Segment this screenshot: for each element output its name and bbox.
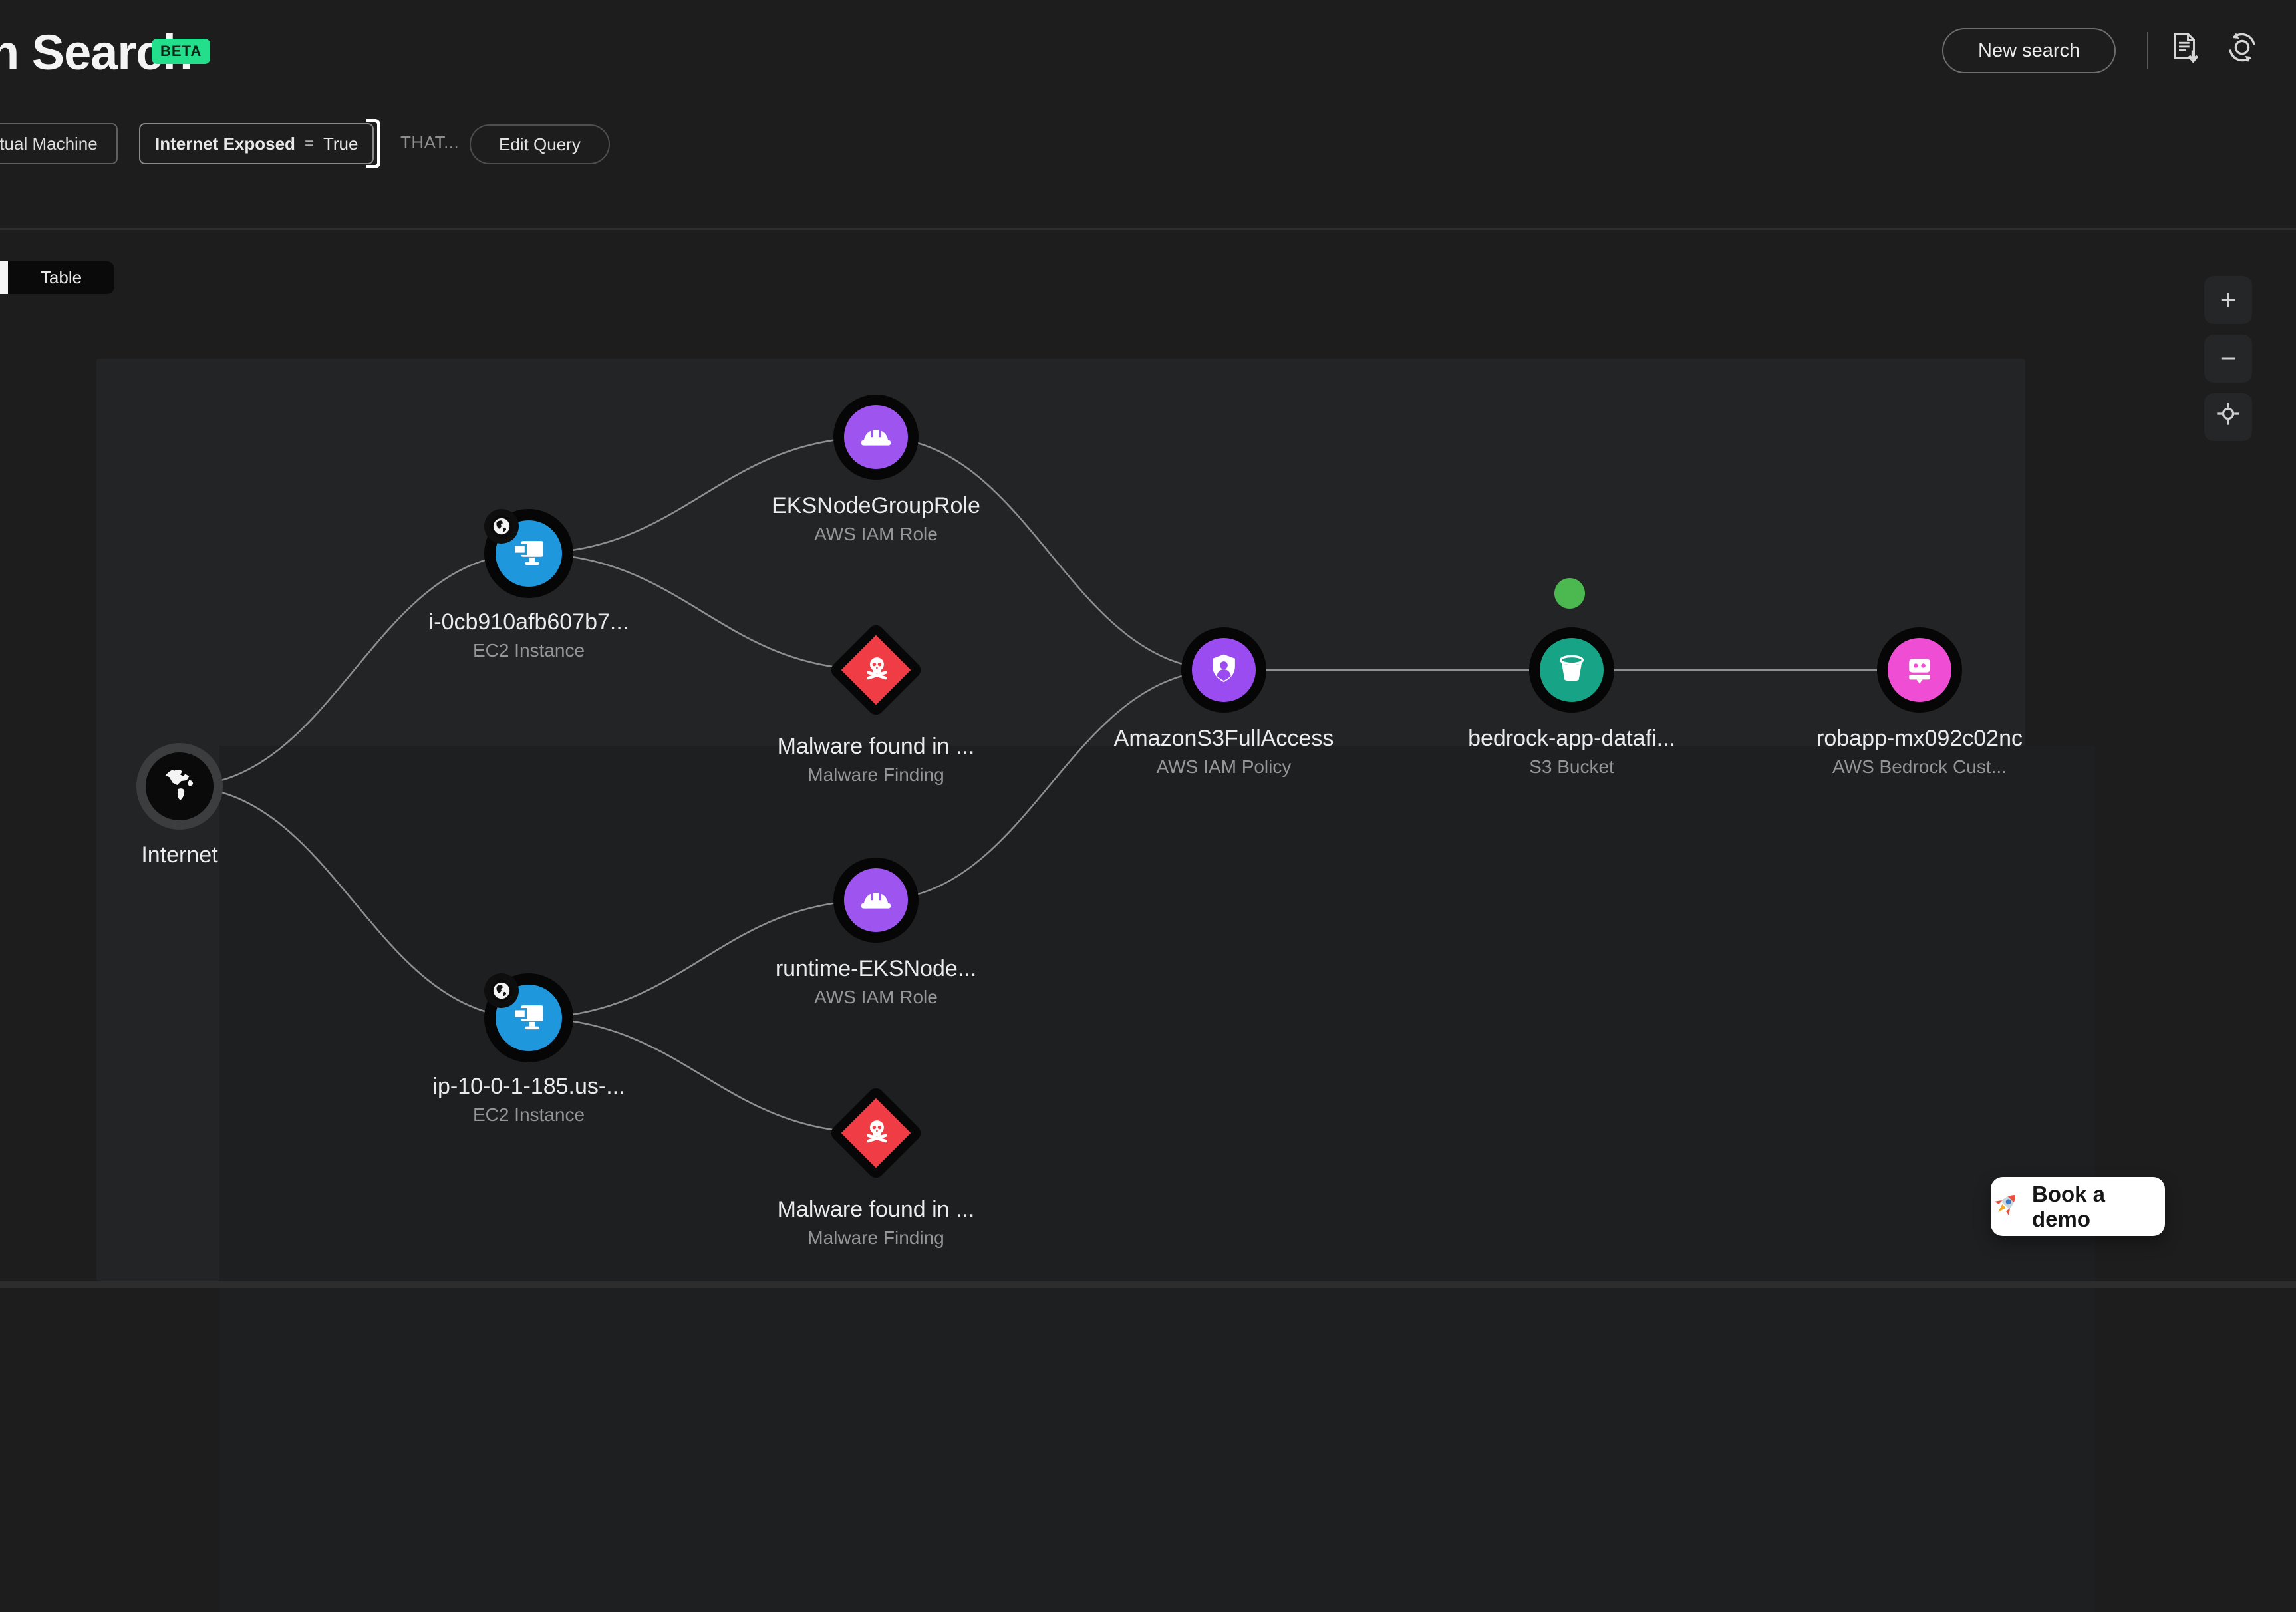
monitor-icon [511, 999, 547, 1038]
filter-field: Internet Exposed [155, 133, 295, 154]
globe-badge-icon [490, 515, 513, 538]
new-search-button[interactable]: New search [1942, 28, 2116, 73]
node-sublabel: Malware Finding [807, 764, 944, 785]
node-sublabel: AWS IAM Role [814, 524, 938, 544]
view-toggle-table[interactable]: Table [8, 261, 114, 294]
beta-badge: BETA [152, 39, 211, 64]
selection-bracket [366, 119, 381, 168]
node-shape [827, 621, 925, 719]
bucket-icon [1554, 651, 1590, 690]
node-label: Internet [141, 842, 218, 868]
node-label: runtime-EKSNode... [775, 956, 977, 981]
header-divider [2147, 32, 2148, 69]
node-label: EKSNodeGroupRole [772, 493, 980, 518]
crosshair-icon [2215, 401, 2241, 434]
node-labels: bedrock-app-datafi... S3 Bucket [1385, 725, 1758, 778]
node-shape [1181, 627, 1266, 713]
node-shape [833, 858, 919, 943]
node-shape [136, 743, 223, 830]
node-shape [827, 1084, 925, 1182]
rocket-icon [1991, 1189, 2021, 1225]
document-download-icon [2167, 29, 2203, 69]
filter-operator: = [304, 134, 314, 152]
node-shape [1529, 627, 1614, 713]
node-sublabel: AWS IAM Role [814, 987, 938, 1007]
shield-user-icon [1206, 651, 1242, 690]
export-report-button[interactable] [2166, 29, 2204, 68]
hardhat-icon [858, 418, 894, 457]
node-label: ip-10-0-1-185.us-... [432, 1074, 625, 1099]
node-sublabel: AWS IAM Policy [1156, 756, 1292, 777]
node-sublabel: S3 Bucket [1529, 756, 1614, 777]
node-label: AmazonS3FullAccess [1113, 726, 1334, 751]
node-label: bedrock-app-datafi... [1468, 726, 1675, 751]
node-sublabel: AWS Bedrock Cust... [1832, 756, 2007, 777]
node-shape [833, 395, 919, 480]
query-filter-virtual-machine[interactable]: Virtual Machine [0, 123, 118, 164]
graph-canvas-inner [219, 746, 2095, 1612]
node-label: i-0cb910afb607b7... [428, 609, 629, 635]
globe-badge-icon [490, 979, 513, 1002]
hardhat-icon [858, 881, 894, 920]
robot-icon [1902, 651, 1937, 690]
node-label: robapp-mx092c02nc [1816, 726, 2023, 751]
monitor-icon [511, 534, 547, 573]
book-demo-label: Book a demo [2032, 1181, 2106, 1231]
sync-icon [2224, 29, 2260, 69]
node-label: Malware found in ... [777, 1197, 975, 1222]
query-filter-internet-exposed[interactable]: Internet Exposed = True [139, 119, 381, 168]
zoom-out-button[interactable]: − [2204, 335, 2252, 383]
node-labels: Malware found in ... Malware Finding [690, 732, 1062, 786]
edit-query-button[interactable]: Edit Query [470, 124, 610, 164]
book-demo-button[interactable]: Book a demo [1991, 1177, 2165, 1236]
skull-icon [852, 646, 899, 693]
node-labels: i-0cb910afb607b7... EC2 Instance [343, 608, 715, 662]
skull-icon [852, 1109, 899, 1156]
node-sublabel: Malware Finding [807, 1227, 944, 1248]
node-sublabel: EC2 Instance [472, 1104, 585, 1125]
zoom-in-button[interactable]: + [2204, 276, 2252, 324]
node-label: Malware found in ... [777, 734, 975, 759]
node-shape [1877, 627, 1962, 713]
node-labels: Internet [0, 841, 366, 869]
node-sublabel: EC2 Instance [472, 640, 585, 661]
node-labels: ip-10-0-1-185.us-... EC2 Instance [343, 1072, 715, 1126]
node-labels: runtime-EKSNode... AWS IAM Role [690, 955, 1062, 1009]
refresh-button[interactable] [2223, 29, 2261, 68]
header-rule [0, 228, 2296, 230]
filter-value: True [323, 133, 359, 154]
zoom-fit-button[interactable] [2204, 393, 2252, 441]
node-labels: Malware found in ... Malware Finding [690, 1196, 1062, 1249]
query-connector: THAT... [400, 132, 460, 152]
view-toggle: Table [0, 261, 114, 294]
view-toggle-graph[interactable] [0, 261, 8, 294]
globe-icon [154, 760, 205, 814]
status-dot-green [1554, 578, 1585, 609]
bottom-strip [0, 1281, 2296, 1288]
